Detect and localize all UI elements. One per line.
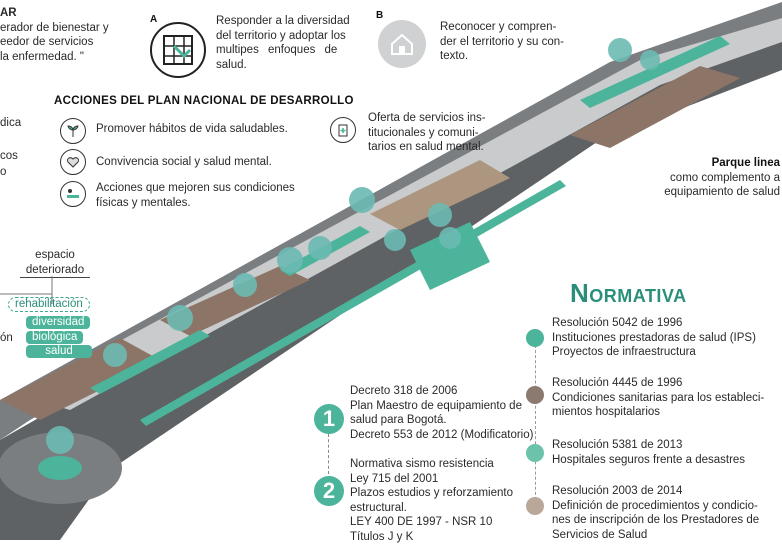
accion-item-label: Acciones que mejoren sus condiciones fís… (96, 181, 316, 210)
normativa-item: Resolución 2003 de 2014 Definición de pr… (552, 484, 780, 542)
house-leaf-icon (378, 20, 426, 68)
item-b-line: Reconocer y compren- (440, 20, 572, 35)
espacio-label: espacio deteriorado (20, 248, 90, 278)
normativa-timeline (535, 340, 536, 510)
oferta-line: Oferta de servicios ins- (368, 111, 498, 126)
sprout-icon (60, 118, 86, 144)
biologica-tag: biológica (26, 331, 83, 344)
salud-tag: salud (26, 345, 92, 358)
decreto-connector (328, 434, 329, 474)
rehabilitacion-tag: rehabilitación (8, 297, 90, 312)
normativa-title-rest: ORMATIVA (589, 286, 686, 306)
intro-text: AR erador de bienestar y eedor de servic… (0, 6, 120, 64)
item-a-line: salud. (216, 58, 358, 73)
normativa-dot (526, 444, 544, 462)
normativa-line: Instituciones prestadoras de salud (IPS) (552, 331, 780, 346)
oferta-line: tarios en salud mental. (368, 140, 498, 155)
intro-line: erador de bienestar y (0, 21, 120, 36)
normativa-line: Hospitales seguros frente a desastres (552, 453, 780, 468)
decreto-1-badge: 1 (314, 404, 344, 434)
parque-title: Parque linea (640, 156, 780, 171)
normativa-line: nes de inscripción de los Prestadores de (552, 513, 780, 528)
item-a-letter: A (150, 14, 158, 25)
decreto-1-line: Decreto 318 de 2006 (350, 384, 535, 399)
decreto-1-text: Decreto 318 de 2006 Plan Maestro de equi… (350, 384, 535, 442)
cut-fragment: ón (0, 331, 13, 346)
decreto-2-badge: 2 (314, 476, 344, 506)
normativa-dot (526, 329, 544, 347)
accion-item-label: Convivencia social y salud mental. (96, 155, 272, 170)
decreto-2-line: Normativa sismo resistencia (350, 457, 535, 472)
espacio-line: espacio (20, 248, 90, 263)
item-b-line: der el territorio y su con- (440, 35, 572, 50)
decreto-2-line: Títulos J y K (350, 530, 535, 544)
decreto-2-line: LEY 400 DE 1997 - NSR 10 (350, 515, 535, 530)
normativa-line: Resolución 5381 de 2013 (552, 438, 780, 453)
decreto-2-text: Normativa sismo resistencia Ley 715 del … (350, 457, 535, 544)
map-grid-icon (150, 22, 206, 78)
decreto-1-line: salud para Bogotá. (350, 413, 535, 428)
normativa-dot (526, 386, 544, 404)
intro-line: la enfermedad. " (0, 50, 120, 65)
normativa-line: mientos hospitalarios (552, 405, 780, 420)
heart-hands-icon (60, 149, 86, 175)
parque-line: equipamiento de salud (640, 185, 780, 200)
decreto-1-line: Plan Maestro de equipamiento de (350, 399, 535, 414)
normativa-line: Resolución 2003 de 2014 (552, 484, 780, 499)
person-bed-icon (60, 181, 86, 207)
normativa-line: Resolución 4445 de 1996 (552, 376, 780, 391)
normativa-dot (526, 497, 544, 515)
normativa-line: Condiciones sanitarias para los establec… (552, 391, 780, 406)
oferta-line: titucionales y comuni- (368, 126, 498, 141)
normativa-line: Definición de procedimientos y condicio- (552, 499, 780, 514)
decreto-2-line: Plazos estudios y reforzamiento (350, 486, 535, 501)
normativa-line: Resolución 5042 de 1996 (552, 316, 780, 331)
clipboard-cross-icon (330, 117, 356, 143)
normativa-item: Resolución 5042 de 1996 Instituciones pr… (552, 316, 780, 360)
item-a-line: del territorio y adoptar los (216, 29, 358, 44)
decreto-1-line: Decreto 553 de 2012 (Modificatorio) (350, 428, 535, 443)
left-fragment: cos (0, 149, 18, 164)
normativa-title-initial: N (570, 278, 589, 308)
item-b-letter: B (376, 10, 384, 21)
item-a-line: multipes enfoques de (216, 43, 358, 58)
normativa-title: NORMATIVA (570, 278, 687, 309)
item-b-text: Reconocer y compren- der el territorio y… (440, 20, 572, 64)
normativa-item: Resolución 5381 de 2013 Hospitales segur… (552, 438, 780, 467)
parque-text: Parque linea como complemento a equipami… (640, 156, 780, 200)
acciones-title: ACCIONES DEL PLAN NACIONAL DE DESARROLLO (54, 95, 354, 107)
normativa-item: Resolución 4445 de 1996 Condiciones sani… (552, 376, 780, 420)
item-a-text: Responder a la diversidad del territorio… (216, 14, 358, 72)
oferta-text: Oferta de servicios ins- titucionales y … (368, 111, 498, 155)
intro-line: eedor de servicios (0, 35, 120, 50)
decreto-2-line: estructural. (350, 501, 535, 516)
left-fragment: o (0, 165, 6, 180)
intro-line: AR (0, 6, 120, 21)
accion-item-label: Promover hábitos de vida saludables. (96, 122, 288, 137)
left-fragment: dica (0, 116, 21, 131)
diversidad-tag: diversidad (26, 316, 90, 329)
item-b-line: texto. (440, 49, 572, 64)
parque-line: como complemento a (640, 171, 780, 186)
item-a-line: Responder a la diversidad (216, 14, 358, 29)
normativa-line: Proyectos de infraestructura (552, 345, 780, 360)
decreto-2-line: Ley 715 del 2001 (350, 472, 535, 487)
